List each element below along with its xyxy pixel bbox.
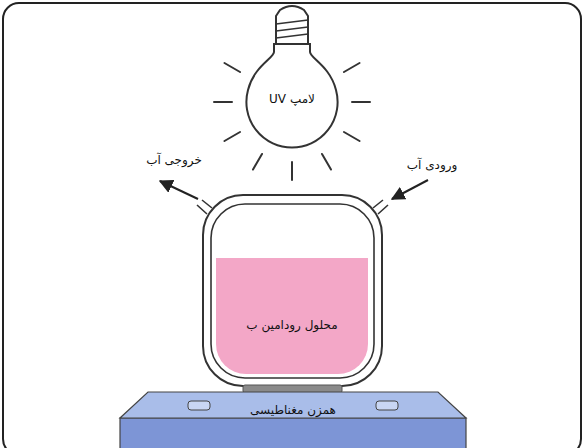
light-ray xyxy=(224,132,240,141)
stirrer-knob xyxy=(188,401,210,410)
screw-thread xyxy=(276,27,308,31)
screw-thread xyxy=(276,34,308,38)
node-text: محلول رودامین ب xyxy=(246,318,337,332)
stirrer-top xyxy=(120,392,466,418)
light-ray xyxy=(291,162,293,180)
inlet-tube xyxy=(373,200,388,214)
light-ray xyxy=(322,154,331,170)
inlet-arrow xyxy=(392,180,428,199)
stirrer-body xyxy=(118,392,468,448)
bulb-glass xyxy=(246,44,337,148)
solution-region: محلول رودامین ب xyxy=(216,258,368,374)
frame-border xyxy=(3,3,581,448)
light-ray xyxy=(214,101,232,103)
screw-thread xyxy=(276,20,308,24)
light-ray xyxy=(224,63,240,72)
light-ray xyxy=(253,154,262,170)
node-text: لامپ UV xyxy=(269,92,315,106)
outlet-arrow xyxy=(160,181,198,199)
lamp-bulb: لامپ UV xyxy=(240,0,344,160)
node-text: همزن مغناطیسی xyxy=(250,403,336,417)
stirrer-front xyxy=(120,418,466,448)
vessel-jacket xyxy=(203,195,382,386)
outlet-tube xyxy=(197,200,212,214)
light-ray xyxy=(352,101,370,103)
magnetic-stirrer: همزن مغناطیسی xyxy=(118,392,468,448)
stirrer-knob xyxy=(376,401,398,410)
tube-label: خروجی آب xyxy=(144,153,204,167)
light-ray xyxy=(344,63,360,72)
tube-label: ورودی آب xyxy=(405,158,460,172)
bulb-screw-base xyxy=(276,6,308,44)
vessel-inner-wall xyxy=(211,204,374,378)
light-ray xyxy=(344,132,360,141)
bulb-outline xyxy=(240,0,344,160)
